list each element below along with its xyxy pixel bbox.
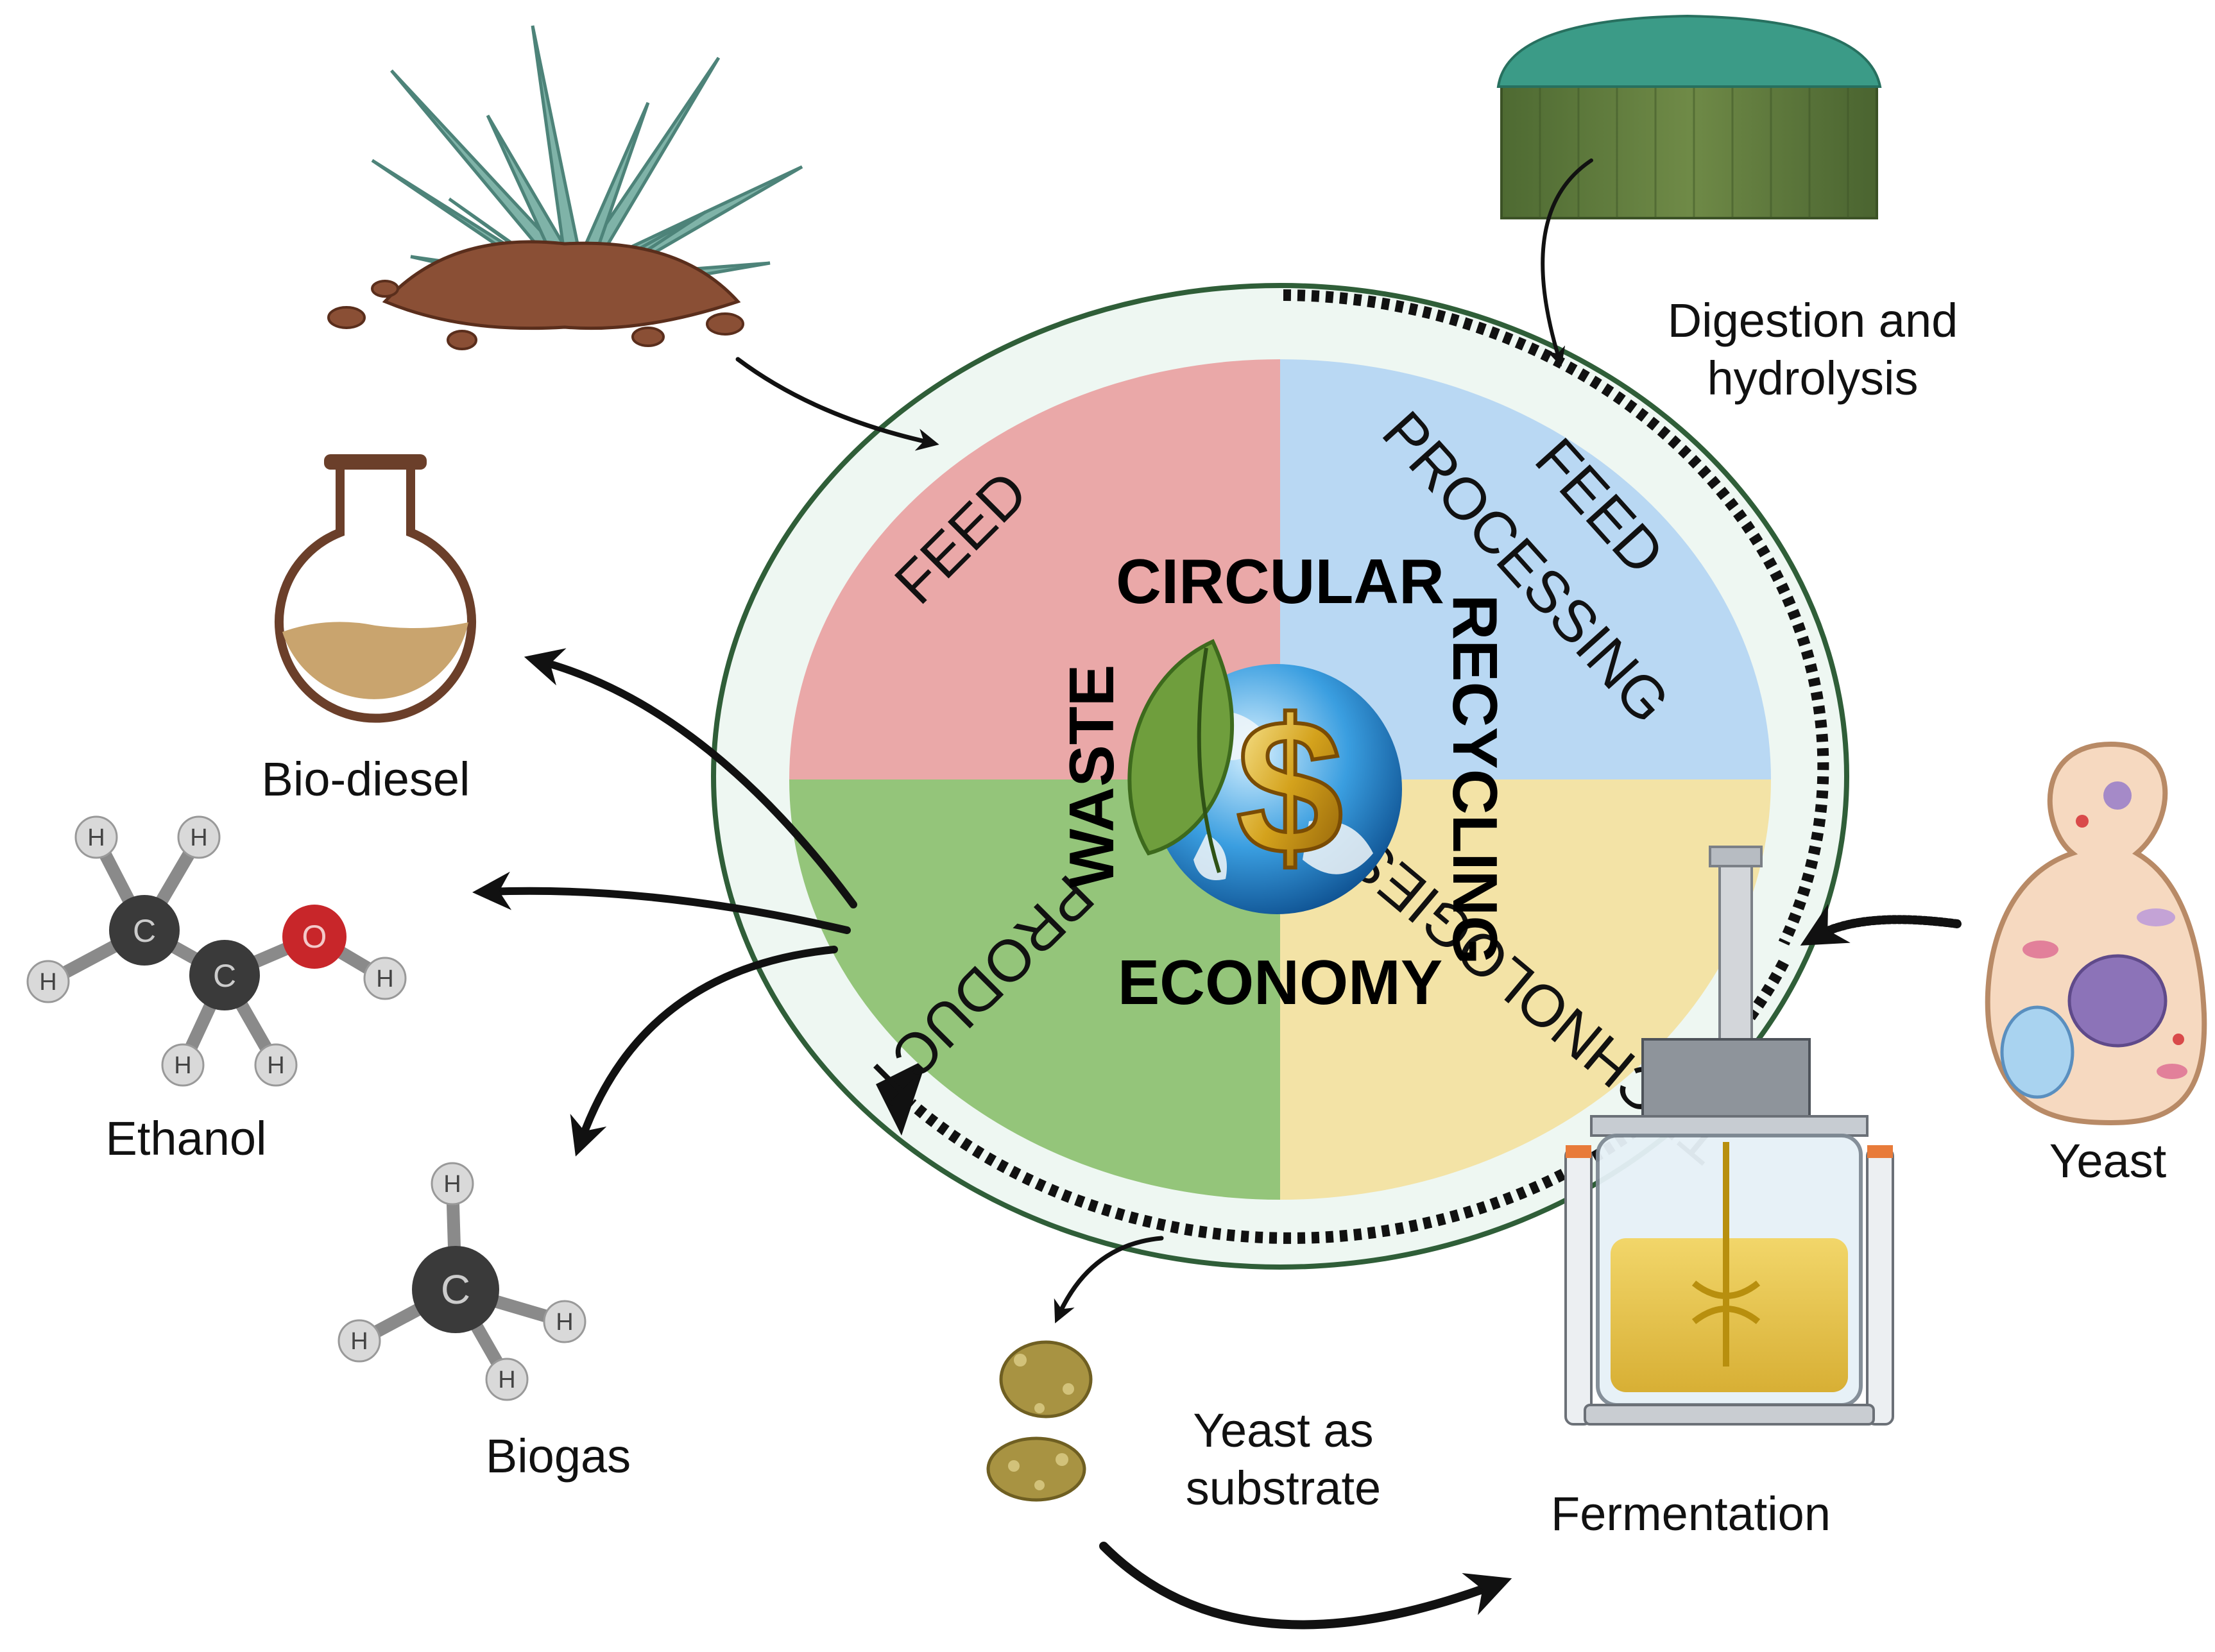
quadrant-product	[789, 779, 1280, 1200]
label-ethanol: Ethanol	[106, 1112, 267, 1165]
agave-plant-icon	[327, 25, 803, 350]
word-waste: WASTE	[1056, 665, 1127, 888]
arrow-product-to-biodiesel	[524, 648, 857, 908]
ethanol-molecule-icon: H H H H H H C C O	[26, 815, 407, 1087]
feedback-arrowhead	[876, 1059, 927, 1136]
word-economy: ECONOMY	[1118, 947, 1442, 1018]
arrow-technologies-to-pellets	[1054, 1236, 1164, 1324]
atom-c: C	[133, 913, 156, 949]
label-yeast-substrate-2: substrate	[1186, 1461, 1381, 1515]
label-digestion-2: hydrolysis	[1707, 352, 1919, 405]
dollar-sign: $	[1236, 679, 1344, 894]
atom-h: H	[190, 824, 207, 851]
dashed-process-ring	[1283, 289, 1829, 946]
arrow-pellets-to-fermentation	[1099, 1542, 1512, 1630]
arrow-tank-to-processing	[1541, 158, 1593, 367]
atom-h: H	[350, 1328, 368, 1355]
atom-h: H	[498, 1367, 515, 1393]
word-circular: CIRCULAR	[1116, 546, 1444, 617]
atom-h: H	[87, 824, 105, 851]
central-wheel: FEED FEED PROCESSING TECHNOLOGIES PRODUC…	[711, 283, 1849, 1270]
label-yeast-substrate-1: Yeast as	[1193, 1404, 1373, 1457]
atom-h: H	[376, 966, 393, 992]
atom-h: H	[267, 1052, 284, 1079]
yeast-cell-icon	[1985, 741, 2207, 1126]
biodigester-tank-icon	[1496, 14, 1882, 219]
methane-molecule-icon: H H H H C	[338, 1162, 586, 1401]
atom-h: H	[443, 1171, 461, 1198]
label-digestion-1: Digestion and	[1668, 294, 1958, 347]
bioreactor-icon	[1564, 846, 1894, 1426]
arrow-agave-to-feed	[735, 357, 939, 451]
arrow-product-to-biogas	[570, 946, 838, 1157]
atom-h: H	[174, 1052, 191, 1079]
atom-c: C	[213, 958, 236, 994]
atom-h: H	[556, 1309, 573, 1336]
label-biogas: Biogas	[486, 1429, 631, 1483]
globe-leaf-dollar-icon: $	[1127, 639, 1402, 914]
atom-c: C	[441, 1266, 470, 1313]
arrow-yeast-to-technologies	[1800, 903, 1962, 946]
atom-h: H	[39, 969, 56, 996]
label-biodiesel: Bio-diesel	[262, 753, 470, 806]
quadrant-technologies	[1280, 779, 1771, 1200]
arrow-product-to-ethanol	[472, 871, 851, 934]
quadrant-feed-processing	[1280, 359, 1771, 779]
quadrant-feed	[789, 359, 1280, 779]
atom-o: O	[302, 919, 327, 955]
label-yeast: Yeast	[2049, 1134, 2167, 1188]
label-fermentation: Fermentation	[1551, 1487, 1831, 1540]
word-recycling: RECYCLING	[1440, 594, 1510, 964]
round-flask-icon	[275, 454, 476, 723]
yeast-pellet-icon	[986, 1340, 1093, 1502]
